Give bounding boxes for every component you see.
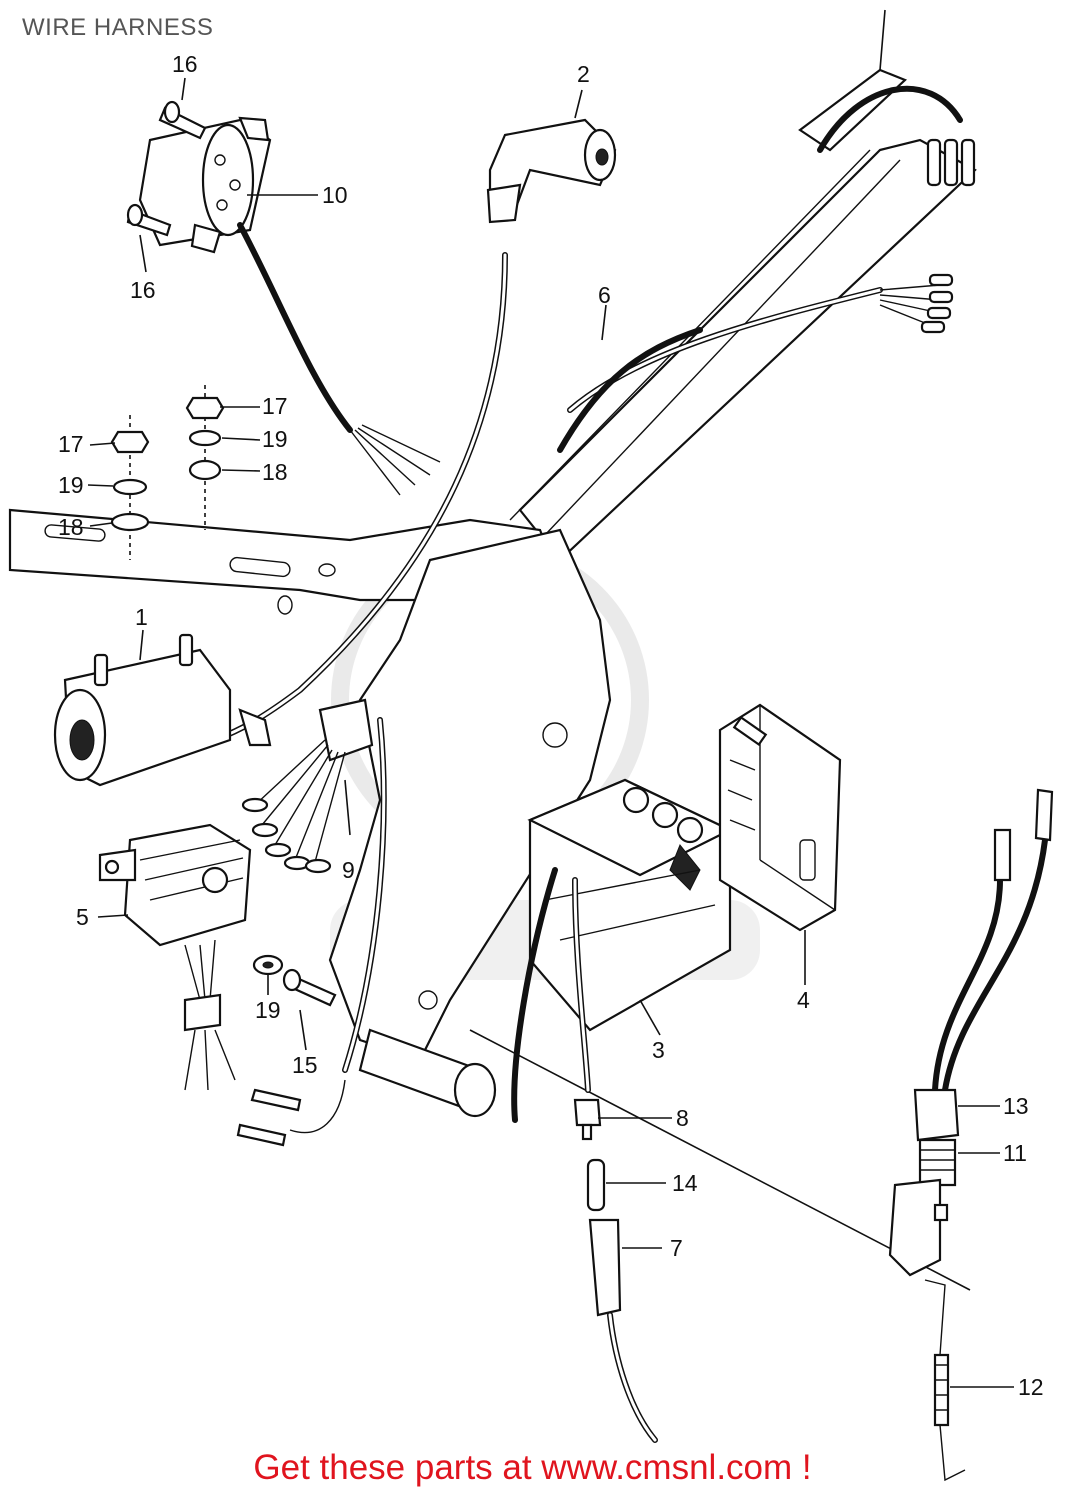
callout-17-left: 17: [58, 431, 84, 457]
callout-14: 14: [672, 1170, 698, 1196]
bolt-washer: [236, 954, 346, 1147]
callout-12: 12: [1018, 1374, 1044, 1400]
callout-5: 5: [76, 904, 89, 930]
callout-3: 3: [652, 1037, 665, 1063]
leader-lines: [87, 77, 1014, 1388]
hardware-left: [110, 415, 150, 560]
callout-17-right: 17: [262, 393, 288, 419]
callout-18-right: 18: [262, 459, 288, 485]
hardware-right: [185, 385, 225, 530]
connector-bundle: [241, 698, 387, 1073]
callout-11: 11: [1003, 1140, 1027, 1166]
callout-19-bottom: 19: [255, 997, 281, 1023]
stop-switch: [888, 788, 1054, 1482]
callout-16-bottom: 16: [130, 277, 156, 303]
callout-labels: 16 16 10 2 6 17 19 18 17 19 18 1 9 5 19 …: [58, 51, 1044, 1400]
callout-9: 9: [342, 857, 355, 883]
callout-1: 1: [135, 604, 148, 630]
promo-link-text[interactable]: Get these parts at www.cmsnl.com !: [253, 1448, 812, 1487]
callout-15: 15: [292, 1052, 318, 1078]
callout-2: 2: [577, 61, 590, 87]
callout-4: 4: [797, 987, 810, 1013]
callout-18-left: 18: [58, 514, 84, 540]
callout-8: 8: [676, 1105, 689, 1131]
callout-16-top: 16: [172, 51, 198, 77]
wire-harness-main: [557, 85, 976, 453]
fuse-holder: [573, 1098, 658, 1443]
callout-10: 10: [322, 182, 348, 208]
rectifier: [98, 823, 252, 1091]
frame: [8, 9, 977, 1291]
battery: [511, 778, 733, 1123]
callout-7: 7: [670, 1235, 683, 1261]
ignition-switch: [126, 100, 441, 496]
spark-plug-cap: [486, 118, 617, 224]
callout-6: 6: [598, 282, 611, 308]
ignition-coil: [53, 633, 272, 787]
page-title: WIRE HARNESS: [22, 14, 214, 41]
callout-19-right: 19: [262, 426, 288, 452]
callout-19-left: 19: [58, 472, 84, 498]
battery-cover: [718, 703, 842, 932]
callout-13: 13: [1003, 1093, 1029, 1119]
